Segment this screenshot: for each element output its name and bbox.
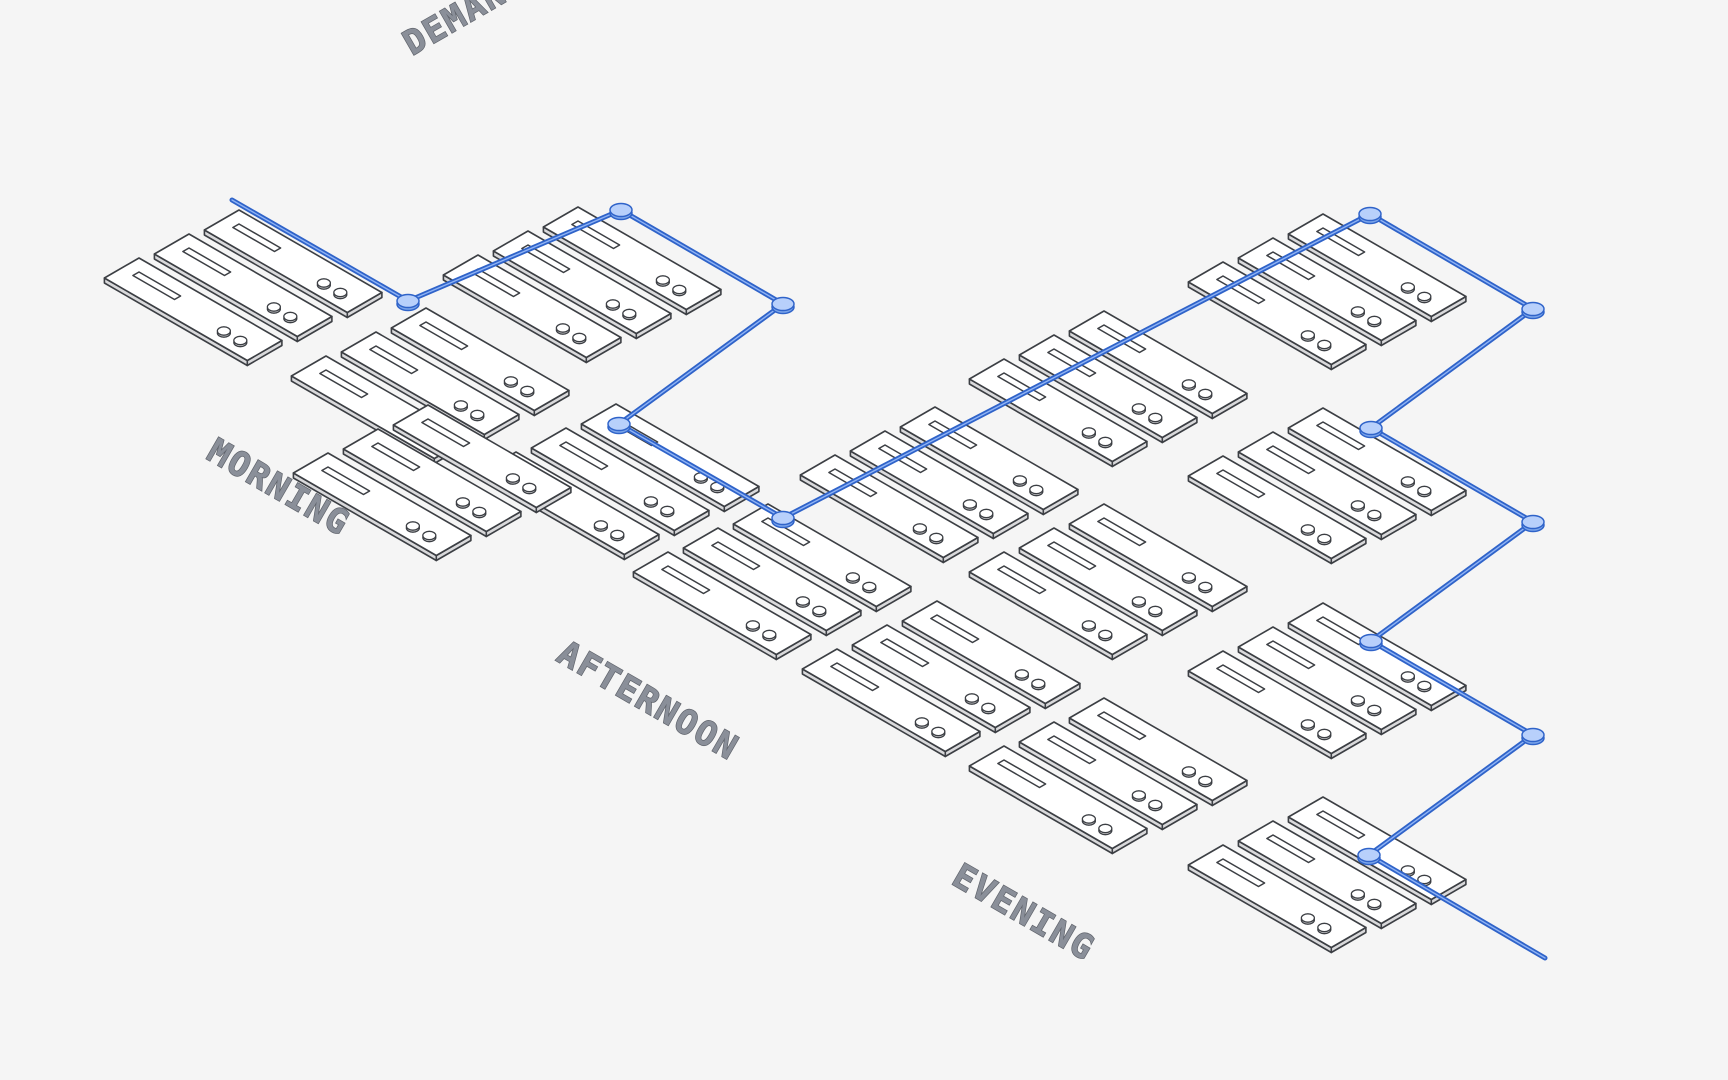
server-unit xyxy=(103,257,283,367)
server-stack xyxy=(799,406,1079,564)
server-unit xyxy=(1237,820,1417,930)
server-unit xyxy=(1068,697,1248,807)
afternoon-label: AFTERNOON xyxy=(551,633,746,769)
server-stack xyxy=(442,206,722,364)
server-unit xyxy=(849,430,1029,540)
server-unit xyxy=(1187,844,1367,954)
demand-node xyxy=(771,510,795,529)
server-unit xyxy=(492,230,672,340)
server-unit xyxy=(1287,213,1467,323)
server-unit xyxy=(1068,503,1248,613)
server-unit xyxy=(1287,407,1467,517)
demand-node xyxy=(1521,301,1545,320)
server-unit xyxy=(1237,237,1417,347)
server-unit xyxy=(1018,527,1198,637)
server-unit xyxy=(632,551,812,661)
server-unit xyxy=(542,206,722,316)
server-unit xyxy=(1237,626,1417,736)
server-unit xyxy=(203,209,383,319)
server-stack xyxy=(1187,796,1467,954)
server-stack xyxy=(1187,602,1467,760)
server-stack xyxy=(103,209,383,367)
server-unit xyxy=(1187,650,1367,760)
server-unit xyxy=(901,600,1081,710)
demand-node xyxy=(1359,633,1383,652)
server-stack xyxy=(968,503,1248,661)
server-unit xyxy=(682,527,862,637)
server-unit xyxy=(392,404,572,514)
server-unit xyxy=(799,454,979,564)
server-unit xyxy=(342,428,522,538)
server-stack xyxy=(968,697,1248,855)
server-unit xyxy=(1287,602,1467,712)
evening-label: EVENING xyxy=(946,856,1102,969)
server-stack xyxy=(292,404,572,562)
server-racks xyxy=(103,206,1467,954)
server-unit xyxy=(1237,431,1417,541)
server-unit xyxy=(390,307,570,417)
demand-node xyxy=(1359,420,1383,439)
demand-node xyxy=(771,296,795,315)
demand-line-highlight xyxy=(231,199,1546,959)
server-stack xyxy=(968,310,1248,468)
server-unit xyxy=(292,452,472,562)
demand-node xyxy=(609,202,633,221)
server-unit xyxy=(851,624,1031,734)
demand-node xyxy=(1521,514,1545,533)
server-unit xyxy=(1018,721,1198,831)
server-unit xyxy=(968,745,1148,855)
demand-node xyxy=(607,416,631,435)
server-unit xyxy=(968,551,1148,661)
demand-curve xyxy=(229,197,1548,961)
server-unit xyxy=(442,254,622,364)
demand-label: DEMAND xyxy=(397,0,534,64)
server-stack xyxy=(632,503,912,661)
server-unit xyxy=(530,427,710,537)
demand-node xyxy=(1357,847,1381,866)
server-stack xyxy=(1187,407,1467,565)
server-stack xyxy=(801,600,1081,758)
server-unit xyxy=(153,233,333,343)
server-unit xyxy=(801,648,981,758)
demand-node xyxy=(1521,727,1545,746)
demand-node xyxy=(396,293,420,312)
server-unit xyxy=(1187,455,1367,565)
server-unit xyxy=(732,503,912,613)
demand-node xyxy=(1358,206,1382,225)
